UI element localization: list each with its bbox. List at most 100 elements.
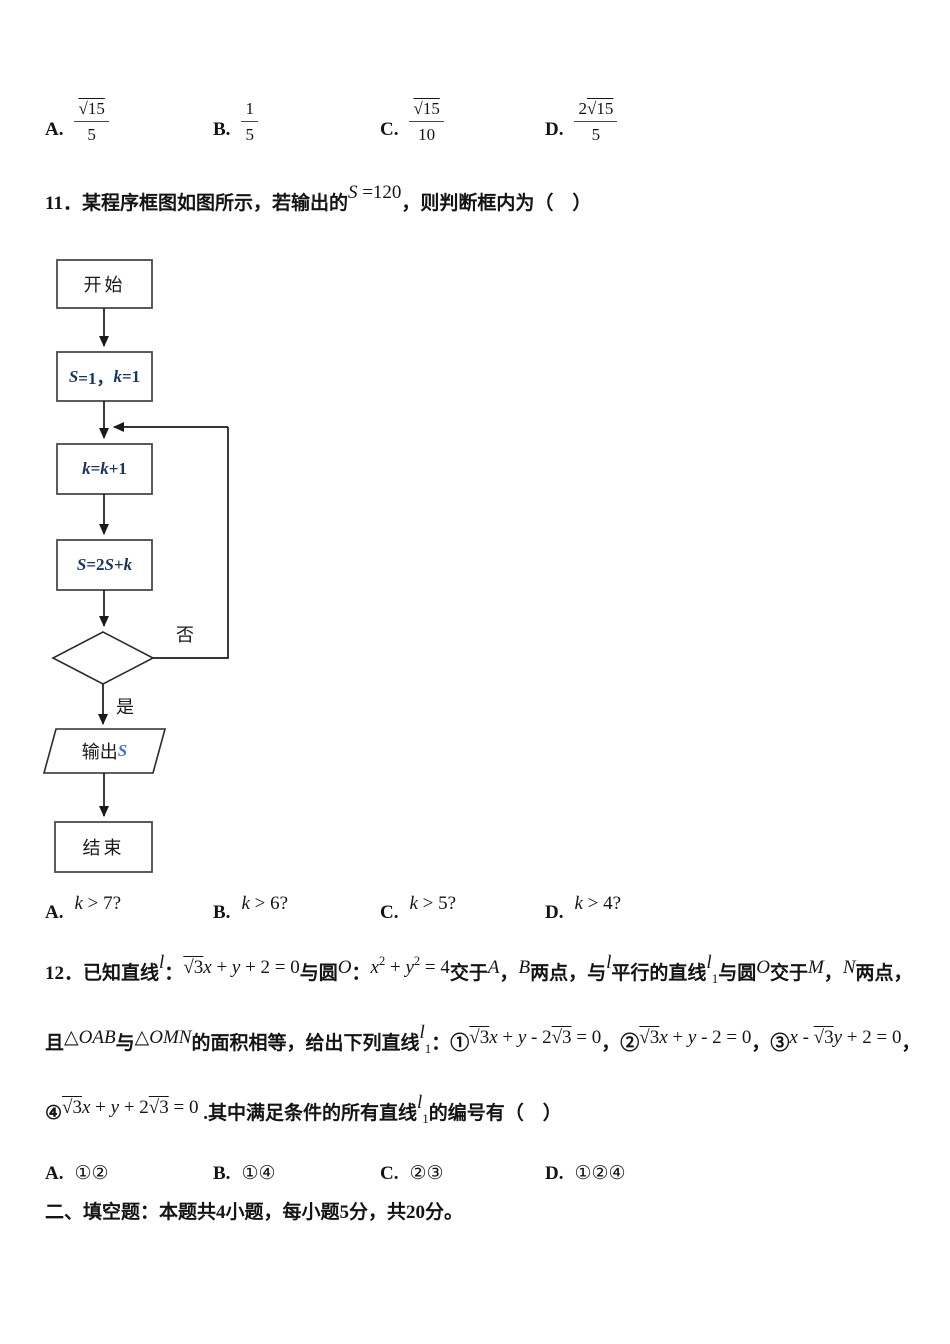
text-segment: > 5? xyxy=(417,893,457,914)
text-segment: √3 xyxy=(551,1027,572,1048)
fraction-denominator: 5 xyxy=(245,125,254,144)
q10-option-a: A. √15 5 xyxy=(45,96,109,147)
text-segment: 11．某程序框图如图所示，若输出的 xyxy=(45,193,348,214)
text-segment: x xyxy=(370,957,379,978)
option-value: k > 6? xyxy=(241,893,288,915)
section-2-heading: 二、填空题：本题共4小题，每小题5分，共20分。 xyxy=(45,1202,464,1223)
q11-option-b: B. k > 6? xyxy=(213,893,288,924)
text-segment: k xyxy=(100,459,109,478)
text-segment: + 2 xyxy=(119,1097,149,1118)
text-segment: 1 xyxy=(422,1111,429,1126)
text-segment: =1， xyxy=(78,369,114,388)
question-12-line1: 12．已知直线l：√3x + y + 2 = 0与圆O：x2 + y2 = 4交… xyxy=(45,952,913,991)
text-segment: =120 xyxy=(357,182,402,203)
text-segment: M xyxy=(807,957,824,978)
fraction-numerator: √15 xyxy=(409,96,444,122)
radical: √15 xyxy=(413,99,440,118)
end-terminator-shape xyxy=(54,821,153,873)
text-segment: l xyxy=(159,952,165,973)
text-segment: = xyxy=(90,459,101,478)
text-segment: 且 xyxy=(45,1033,65,1054)
text-segment: y xyxy=(110,1097,120,1118)
text-segment: √3 xyxy=(639,1027,660,1048)
text-segment: +1 xyxy=(108,459,127,478)
flowchart-iterate-box: k=k+1 xyxy=(57,444,152,494)
text-segment: - 2 = 0 xyxy=(696,1027,752,1048)
option-label: C. xyxy=(380,118,399,140)
fraction: 2√15 5 xyxy=(574,96,618,147)
q11-option-d: D. k > 4? xyxy=(545,893,621,924)
flowchart-start-box: 开始 xyxy=(83,275,126,295)
text-segment: > 4? xyxy=(582,893,622,914)
fraction-numerator: √15 xyxy=(74,96,109,122)
radical: √15 xyxy=(586,99,614,118)
option-value: ①② xyxy=(74,1163,109,1184)
option-label: A. xyxy=(45,118,64,140)
text-segment: A xyxy=(487,957,500,978)
option-label: D. xyxy=(545,902,564,923)
text-segment: √3 xyxy=(62,1097,82,1118)
text-segment: 2 xyxy=(413,954,421,968)
option-label: A. xyxy=(45,902,64,923)
coefficient: 1 xyxy=(245,99,254,118)
text-segment: 与 xyxy=(115,1033,135,1054)
text-segment: k xyxy=(74,893,83,914)
text-segment: k xyxy=(82,459,91,478)
text-segment: x xyxy=(789,1027,798,1048)
fraction-denominator: 5 xyxy=(87,125,96,144)
text-segment: 两点， xyxy=(855,963,913,984)
option-label: B. xyxy=(213,902,231,923)
text-segment: + xyxy=(667,1027,688,1048)
text-segment: k xyxy=(409,893,418,914)
text-segment: ④ xyxy=(45,1103,63,1124)
no-branch-line xyxy=(153,427,229,659)
q10-option-d: D. 2√15 5 xyxy=(545,96,618,147)
q12-option-d: D. ①②④ xyxy=(545,1162,626,1185)
text-segment: x xyxy=(203,957,212,978)
text-segment: - 2 xyxy=(526,1027,552,1048)
text-segment: √3 xyxy=(183,957,204,978)
fraction-numerator: 1 xyxy=(241,96,258,122)
text-segment: ： xyxy=(351,963,371,984)
option-value: k > 7? xyxy=(74,893,121,915)
text-segment: k xyxy=(241,893,250,914)
text-segment: + xyxy=(90,1097,111,1118)
text-segment: ， xyxy=(499,963,519,984)
coefficient: 2 xyxy=(578,99,587,118)
text-segment: 平行的直线 xyxy=(611,963,707,984)
text-segment: √3 xyxy=(148,1097,169,1118)
text-segment: =1 xyxy=(121,366,141,386)
text-segment: 1 xyxy=(424,1041,432,1056)
q12-option-a: A. ①② xyxy=(45,1162,109,1185)
fraction: √15 5 xyxy=(74,96,109,147)
text-segment: S xyxy=(76,555,87,574)
output-parallelogram xyxy=(42,728,167,774)
flowchart-end-box: 结束 xyxy=(82,838,125,858)
text-segment: l xyxy=(706,952,712,973)
text-segment: + 2 = 0 xyxy=(842,1027,902,1048)
option-value: k > 4? xyxy=(574,893,621,915)
option-value: ①④ xyxy=(241,1163,276,1184)
option-label: D. xyxy=(545,118,564,140)
text-segment: √3 xyxy=(469,1027,490,1048)
option-value: ①②④ xyxy=(574,1163,626,1184)
fraction-denominator: 10 xyxy=(418,125,436,144)
text-segment: S xyxy=(68,366,79,386)
option-value: k > 5? xyxy=(409,893,456,915)
q10-option-c: C. √15 10 xyxy=(380,96,444,147)
text-segment: S xyxy=(117,741,128,760)
text-segment: 1 xyxy=(711,971,719,986)
decision-diamond xyxy=(51,631,155,685)
text-segment: ， xyxy=(901,1033,921,1054)
text-segment: OMN xyxy=(149,1027,192,1048)
text-segment: △ xyxy=(134,1027,150,1048)
text-segment: 与圆 xyxy=(299,963,338,984)
text-segment: k xyxy=(113,366,122,386)
question-12-options-row: A. ①② B. ①④ C. ②③ D. ①②④ xyxy=(0,1162,950,1196)
q11-option-c: C. k > 5? xyxy=(380,893,456,924)
text-segment: + xyxy=(211,957,232,978)
text-segment: ： xyxy=(164,963,184,984)
text-segment: > 7? xyxy=(82,893,122,914)
text-segment: = 4 xyxy=(420,957,450,978)
